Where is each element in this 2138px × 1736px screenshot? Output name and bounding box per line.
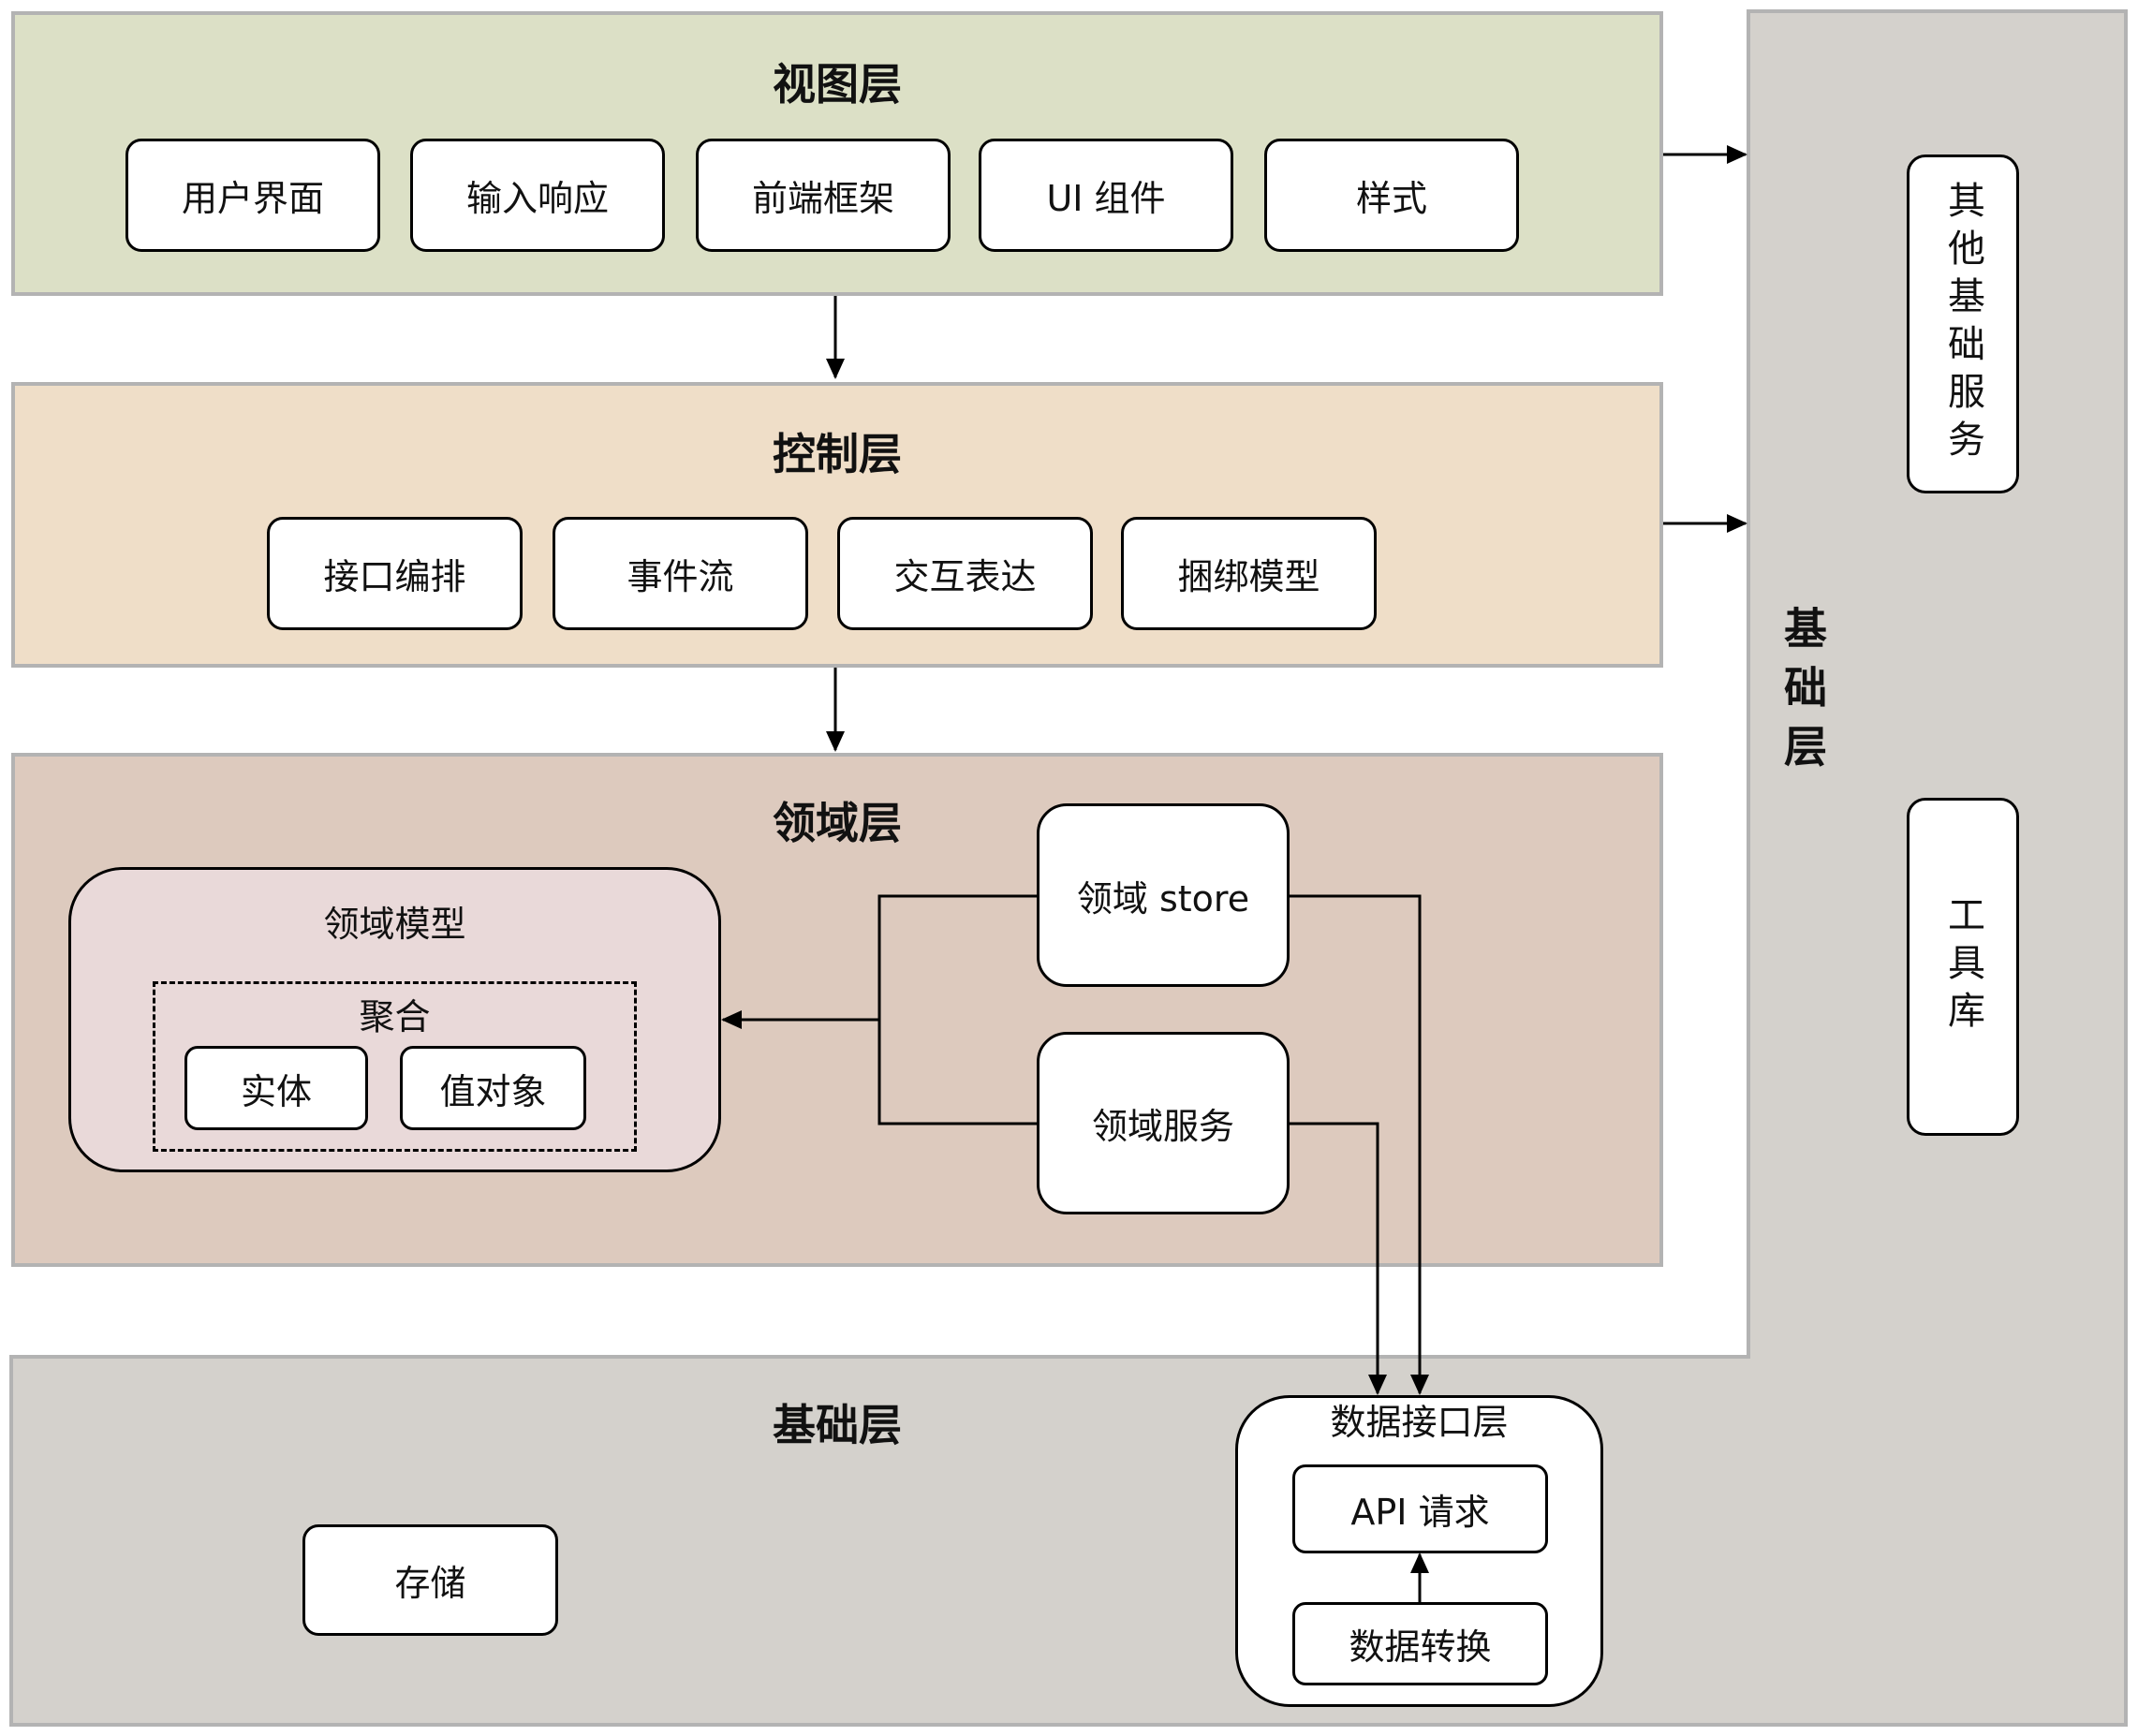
data-transform-box[interactable]: 数据转换 [1292, 1602, 1548, 1685]
control-item-api-orchestration[interactable]: 接口编排 [267, 517, 523, 630]
value-object-box[interactable]: 值对象 [400, 1046, 586, 1130]
control-layer: 控制层 接口编排 事件流 交互表达 捆绑模型 [11, 382, 1663, 668]
view-item-frontend-framework[interactable]: 前端框架 [696, 139, 951, 252]
foundation-side-title: 基础层 [1770, 596, 1836, 792]
tools-box[interactable]: 工具库 [1907, 798, 2019, 1136]
data-interface-title: 数据接口层 [1330, 1402, 1509, 1443]
api-request-box[interactable]: API 请求 [1292, 1464, 1548, 1553]
view-item-styles[interactable]: 样式 [1264, 139, 1519, 252]
domain-store-box[interactable]: 领域 store [1037, 803, 1290, 987]
domain-layer: 领域层 领域模型 聚合 实体 值对象 领域 store 领域服务 [11, 753, 1663, 1267]
control-item-interaction-expression[interactable]: 交互表达 [837, 517, 1093, 630]
view-item-input-response[interactable]: 输入响应 [410, 139, 665, 252]
view-layer-title: 视图层 [773, 59, 902, 110]
domain-service-box[interactable]: 领域服务 [1037, 1032, 1290, 1214]
domain-model-box[interactable]: 领域模型 聚合 实体 值对象 [68, 867, 721, 1172]
control-item-event-stream[interactable]: 事件流 [553, 517, 808, 630]
control-item-binding-model[interactable]: 捆绑模型 [1121, 517, 1377, 630]
aggregate-title: 聚合 [359, 996, 431, 1037]
storage-box[interactable]: 存储 [302, 1524, 558, 1636]
other-services-box[interactable]: 其他基础服务 [1907, 154, 2019, 493]
domain-model-title: 领域模型 [323, 904, 466, 945]
other-services-label: 其他基础服务 [1941, 181, 1984, 467]
control-layer-title: 控制层 [773, 429, 902, 479]
domain-layer-title: 领域层 [773, 798, 902, 848]
view-item-user-interface[interactable]: 用户界面 [125, 139, 380, 252]
foundation-title: 基础层 [773, 1400, 902, 1450]
foundation-side-title-text: 基础层 [1777, 605, 1828, 783]
entity-box[interactable]: 实体 [184, 1046, 368, 1130]
data-interface-layer[interactable]: 数据接口层 API 请求 数据转换 [1235, 1395, 1603, 1707]
aggregate-box[interactable]: 聚合 实体 值对象 [153, 981, 637, 1152]
view-layer: 视图层 用户界面 输入响应 前端框架 UI 组件 样式 [11, 11, 1663, 296]
view-item-ui-components[interactable]: UI 组件 [979, 139, 1233, 252]
tools-label: 工具库 [1941, 895, 1984, 1038]
